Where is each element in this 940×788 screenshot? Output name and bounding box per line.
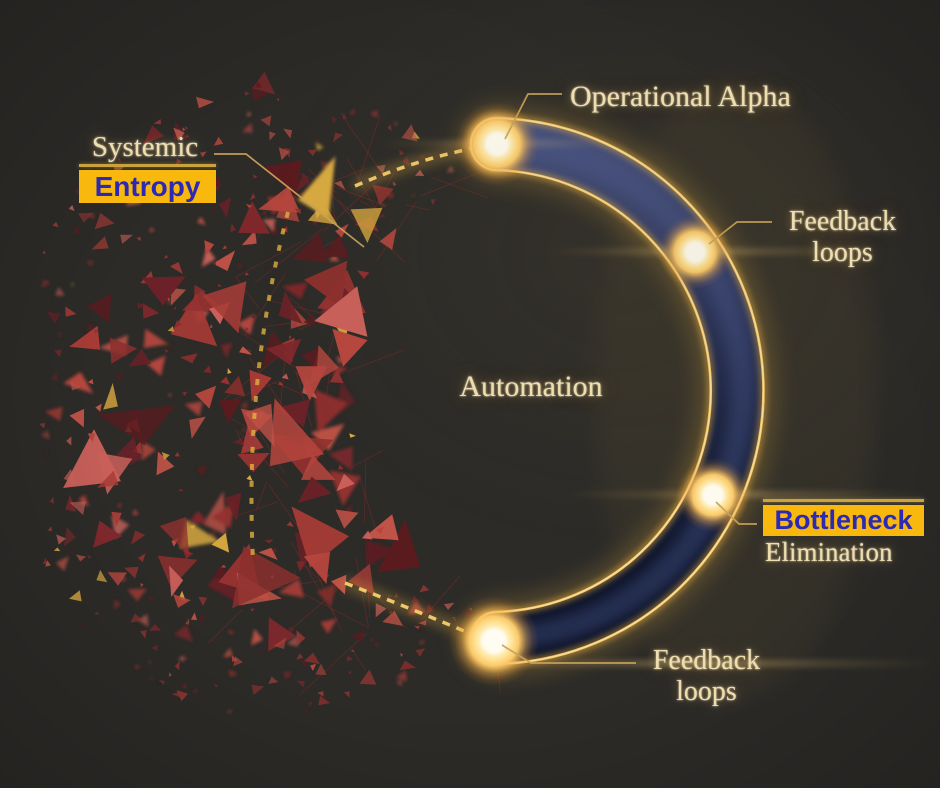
- trail-bottom: [344, 581, 479, 639]
- node-bottleneck: [676, 458, 750, 532]
- highlight-bottleneck: Bottleneck Elimination: [763, 499, 924, 568]
- node-operational-alpha: [455, 102, 539, 186]
- label-automation: Automation: [459, 370, 603, 403]
- highlight-entropy: Entropy: [79, 164, 216, 203]
- label-systemic: Systemic: [91, 131, 199, 163]
- leader-operational-alpha: [504, 93, 562, 140]
- node-feedback-top: [658, 215, 732, 289]
- feedback-bottom-line1: Feedback: [652, 645, 761, 676]
- label-feedback-bottom: Feedback loops: [634, 645, 779, 707]
- leader-feedback-top: [708, 221, 772, 245]
- particle-network-lines: [207, 112, 501, 696]
- feedback-bottom-line2: loops: [676, 676, 737, 707]
- trail-vertical-sparkles: [249, 211, 290, 561]
- leader-feedback-bottom: [501, 644, 636, 664]
- label-entropy: Entropy: [79, 170, 216, 203]
- label-elimination: Elimination: [765, 537, 893, 567]
- bottleneck-overline: [763, 499, 924, 502]
- leader-bottleneck: [715, 501, 757, 525]
- entropy-overline: [79, 164, 216, 167]
- feedback-top-line2: loops: [812, 237, 873, 268]
- feedback-top-line1: Feedback: [788, 206, 897, 237]
- node-feedback-bottom: [449, 596, 539, 686]
- trail-top: [354, 145, 481, 188]
- label-feedback-top: Feedback loops: [770, 206, 915, 268]
- leader-lines: [214, 93, 772, 664]
- leader-systemic-entropy: [214, 153, 365, 248]
- label-bottleneck: Bottleneck: [763, 505, 924, 536]
- arc-inner-sheen: [482, 132, 755, 651]
- glow-nodes: [449, 102, 750, 686]
- particle-shards: [39, 71, 473, 714]
- label-operational-alpha: Operational Alpha: [570, 80, 791, 113]
